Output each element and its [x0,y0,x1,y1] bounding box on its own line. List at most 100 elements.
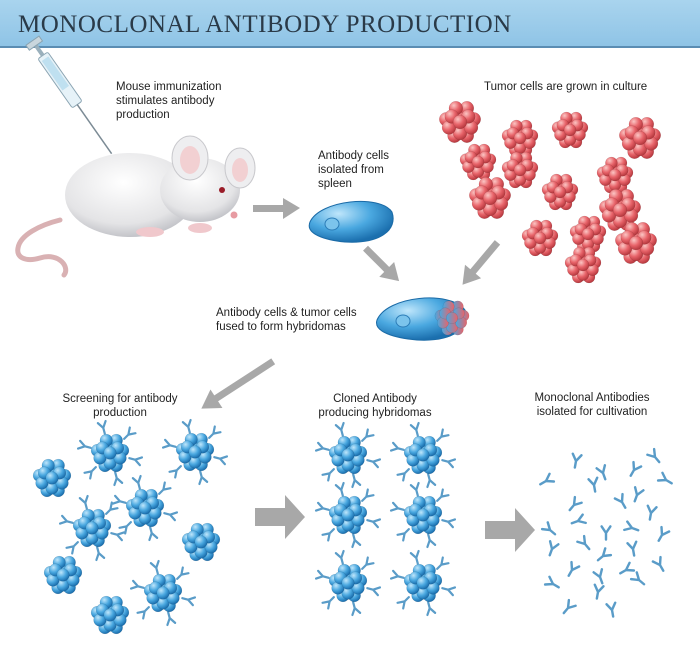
monoclonal-label: Monoclonal Antibodies isolated for culti… [522,391,662,419]
screening-label: Screening for antibody production [60,392,180,420]
attached-antibody-icon [58,514,74,525]
cloned-hybridomas [314,421,457,617]
screening-label-line2: production [93,407,147,419]
attached-antibody-icon [389,569,405,580]
attached-antibody-icon [366,586,382,597]
attached-antibody-icon [396,468,410,482]
free-antibody-icon [629,571,646,586]
attached-antibody-icon [409,481,420,497]
free-antibody-icon [646,447,661,464]
free-antibody-icon [587,476,599,493]
attached-antibody-icon [113,471,124,487]
attached-antibody-icon [149,559,160,575]
attached-antibody-icon [334,421,345,437]
free-antibody-icon [596,547,613,562]
attached-antibody-icon [118,521,132,535]
cloned-hybridoma-cluster [328,563,368,603]
fusion-label: Antibody cells & tumor cells fused to fo… [216,306,357,334]
spleen-label-line3: spleen [318,178,352,190]
attached-antibody-icon [168,465,182,479]
attached-antibody-icon [396,528,410,542]
arrow-spleen-to-fusion [363,245,400,282]
hybridoma-cluster [143,573,183,613]
attached-antibody-icon [321,596,335,610]
mouse-label-line1: Mouse immunization [116,81,222,93]
monoclonal-label-line1: Monoclonal Antibodies [534,392,650,404]
hybridoma-cluster [72,508,112,548]
tumor-cell-cluster [551,111,589,149]
free-antibody-icon [656,471,673,485]
tumor-cell-cluster [501,119,539,157]
hybridoma-cluster [125,488,165,528]
free-antibody-icon [562,598,577,615]
attached-antibody-icon [136,606,150,620]
free-antibody-icon [576,534,591,551]
free-antibody-icon [619,561,636,575]
attached-antibody-icon [436,428,450,442]
tumor-cell-cluster [619,117,661,159]
attached-antibody-icon [351,533,362,549]
attached-antibody-icon [436,488,450,502]
cloned-label-line1: Cloned Antibody [333,393,417,405]
attached-antibody-icon [321,528,335,542]
hybridoma-cluster [32,458,72,498]
tumor-label: Tumor cells are grown in culture [484,80,647,94]
spleen-label: Antibody cells isolated from spleen [318,149,389,191]
arrow-mouse-to-spleen [253,198,300,219]
attached-antibody-icon [351,601,362,617]
attached-antibody-icon [366,458,382,469]
free-antibody-icon [568,495,583,512]
attached-antibody-icon [426,601,437,617]
attached-antibody-icon [105,501,119,515]
attached-antibody-icon [158,481,172,495]
attached-antibody-icon [436,556,450,570]
attached-antibody-icon [161,438,177,449]
attached-antibody-icon [426,533,437,549]
syringe-icon [25,35,113,155]
attached-antibody-icon [389,441,405,452]
free-antibody-icon [629,460,643,477]
free-antibody-icon [657,525,671,542]
screening-hybridomas [32,418,229,635]
free-antibody-icon [646,504,658,521]
tumor-cell-cluster [459,143,497,181]
cloned-label: Cloned Antibody producing hybridomas [310,392,440,420]
attached-antibody-icon [131,474,142,490]
tumor-cell-cluster [521,219,559,257]
attached-antibody-icon [321,468,335,482]
free-antibody-icon [626,540,638,557]
process-arrows [201,198,535,552]
tumor-cell-cluster [469,177,511,219]
attached-antibody-icon [314,569,330,580]
arrow-tumor-to-fusion [462,240,501,285]
attached-antibody-icon [361,428,375,442]
cloned-hybridoma-cluster [403,563,443,603]
hybridoma-cluster [90,595,130,635]
attached-antibody-icon [123,426,137,440]
cloned-hybridoma-cluster [403,495,443,535]
mouse-illustration [15,135,256,278]
attached-antibody-icon [148,526,159,542]
attached-antibody-icon [129,579,145,590]
free-antibody-icon [651,555,665,572]
tumor-cell-cluster [569,215,607,253]
attached-antibody-icon [389,501,405,512]
attached-antibody-icon [409,549,420,565]
mouse-label-line3: production [116,109,170,121]
arrow-cloned-to-monoclonal [485,508,535,552]
attached-antibody-icon [110,531,126,542]
attached-antibody-icon [366,518,382,529]
free-antibody-icon [613,492,627,509]
free-antibody-icon [592,568,604,585]
free-antibody-icon [570,513,587,525]
attached-antibody-icon [409,421,420,437]
tumor-cell-cluster [564,246,602,284]
attached-antibody-icon [361,556,375,570]
attached-antibody-icon [96,419,107,435]
attached-antibody-icon [181,418,192,434]
attached-antibody-icon [426,473,437,489]
attached-antibody-icon [213,455,229,466]
spleen-label-line1: Antibody cells [318,150,389,162]
cloned-hybridoma-cluster [328,495,368,535]
